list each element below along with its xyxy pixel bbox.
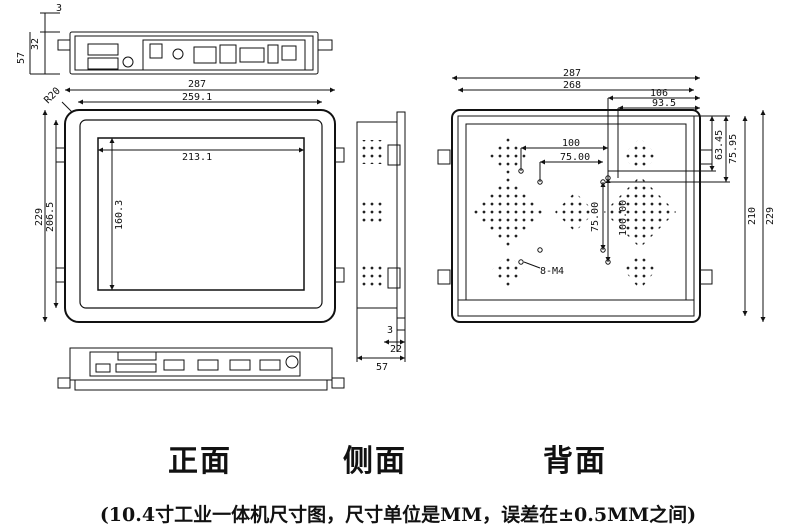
side-view-label: 侧面 <box>343 444 407 479</box>
figure-caption: (10.4寸工业一体机尺寸图，尺寸单位是MM，误差在±0.5MM之间) <box>99 504 697 526</box>
back-view <box>437 75 766 323</box>
dim-back-106: 106 <box>650 88 668 99</box>
back-view-label: 背面 <box>543 444 607 479</box>
front-view <box>42 87 345 323</box>
dim-back-93-5: 93.5 <box>652 98 676 109</box>
dim-back-229: 229 <box>765 207 776 225</box>
dim-top-57: 57 <box>16 52 27 64</box>
dim-front-160-3: 160.3 <box>114 200 125 230</box>
dim-back-screw: 8-M4 <box>540 266 564 277</box>
dim-back-100: 100 <box>562 138 580 149</box>
dim-back-268: 268 <box>563 80 581 91</box>
dim-back-210: 210 <box>747 207 758 225</box>
dim-back-63-45: 63.45 <box>714 130 725 160</box>
dim-back-75-95: 75.95 <box>728 134 739 164</box>
dim-front-287: 287 <box>188 79 206 90</box>
dim-back-287: 287 <box>563 68 581 79</box>
bottom-view <box>57 347 345 391</box>
side-view <box>356 111 406 362</box>
dimension-labels: 3 32 57 287 259.1 R20 213.1 160.3 229 20… <box>16 3 776 373</box>
dim-back-75-00: 75.00 <box>560 152 590 163</box>
front-view-label: 正面 <box>168 444 232 479</box>
dim-side-57: 57 <box>376 362 388 373</box>
dim-front-r20: R20 <box>42 86 63 107</box>
dim-front-259-1: 259.1 <box>182 92 212 103</box>
dim-top-3: 3 <box>56 3 62 14</box>
dim-side-3: 3 <box>387 325 393 336</box>
dim-front-229: 229 <box>34 208 45 226</box>
top-view <box>29 12 333 75</box>
dim-back-100-00-v: 100.00 <box>618 200 629 236</box>
dim-front-213-1: 213.1 <box>182 152 212 163</box>
dim-side-22: 22 <box>390 344 402 355</box>
dim-front-206-5: 206.5 <box>45 202 56 232</box>
dim-back-75-00-v: 75.00 <box>590 202 601 232</box>
dim-top-32: 32 <box>30 38 41 50</box>
